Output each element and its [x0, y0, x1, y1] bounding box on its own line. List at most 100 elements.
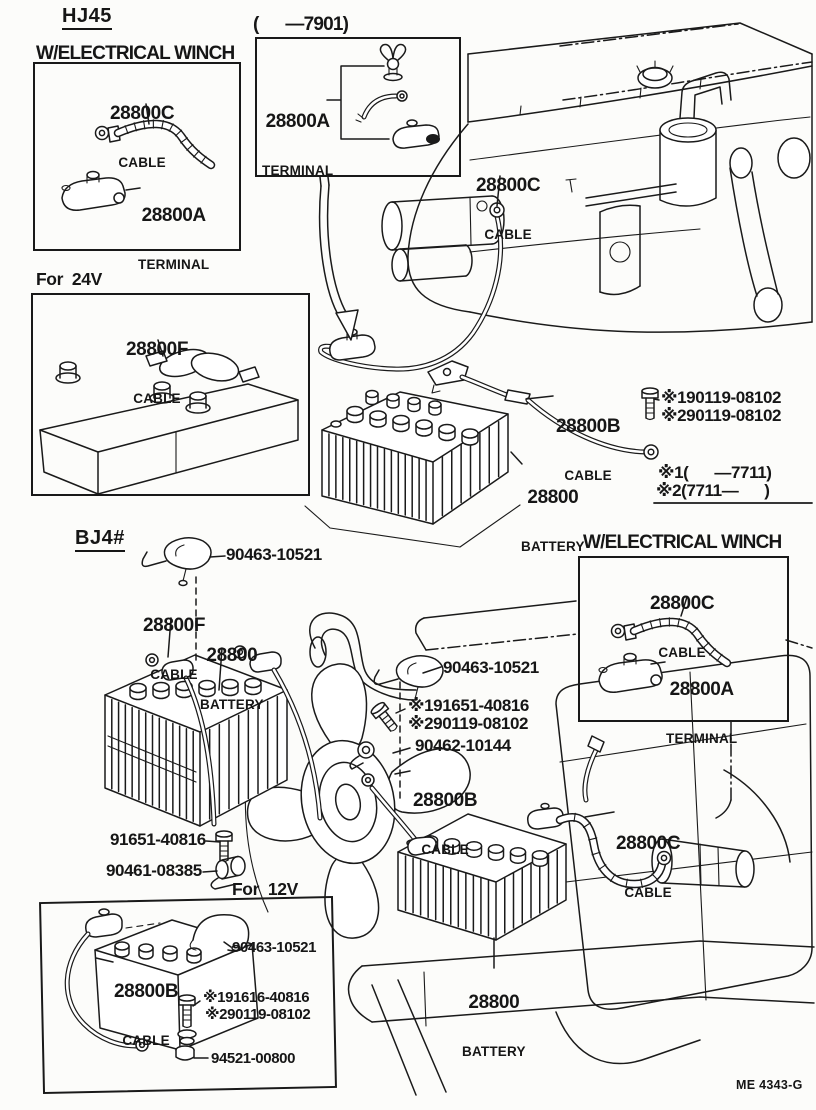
bolt-90119-illustration	[641, 387, 659, 421]
jumper-cable-28800f-illustration	[145, 348, 260, 383]
label-battery-left-bj4: 28800 BATTERY	[200, 613, 264, 728]
inset-box-24v	[31, 293, 310, 496]
label-v12-bolt-note-1: ※191616-40816	[203, 989, 310, 1006]
inset-box-early-production	[255, 37, 461, 177]
part-desc: CABLE	[150, 666, 198, 682]
label-bolt-91651-left: 91651-40816	[110, 830, 206, 849]
part-number: 28800A	[669, 678, 735, 700]
part-desc: CABLE	[484, 226, 532, 242]
section-heading-bj4: BJ4#	[75, 528, 125, 553]
part-desc: BATTERY	[521, 538, 585, 554]
v24-batteries-illustration	[39, 361, 299, 495]
part-desc: CABLE	[624, 884, 672, 900]
part-number: 28800	[206, 644, 258, 666]
label-range-note-2: ※2(7711— )	[656, 481, 770, 500]
part-desc: BATTERY	[200, 696, 264, 712]
battery-tray-illustration	[347, 940, 815, 1027]
part-number: 28800C	[650, 592, 715, 614]
winch-box-title-bj4: W/ELECTRICAL WINCH	[583, 532, 782, 553]
part-number: 28800A	[265, 110, 331, 132]
label-clip-90462: 90462-10144	[415, 736, 511, 755]
clip-90462-illustration	[349, 741, 375, 770]
inset-box-hj45-winch	[33, 62, 241, 251]
cable-28800b-hj45	[427, 360, 659, 460]
part-number: 28800C	[616, 832, 681, 854]
label-winch-cable-bj4: 28800C CABLE	[650, 561, 715, 676]
part-desc: CABLE	[133, 390, 181, 406]
battery-bj4-right-illustration	[397, 813, 567, 941]
battery-bj4-left-illustration	[104, 654, 288, 827]
label-hj45-winch-cable: 28800C CABLE	[110, 71, 175, 186]
label-v12-cable-28800b: 28800B CABLE	[114, 949, 179, 1064]
part-number: 28800F	[143, 614, 206, 636]
label-range-note-1: ※1( —7711)	[658, 463, 772, 482]
label-winch-terminal-bj4: 28800A TERMINAL	[666, 647, 737, 762]
winch-terminal-hj45-illustration	[61, 170, 126, 211]
cable-28800f-bj4	[145, 645, 323, 827]
winch-box-title-hj45: W/ELECTRICAL WINCH	[36, 43, 235, 64]
part-desc: CABLE	[564, 467, 612, 483]
part-desc: TERMINAL	[666, 730, 738, 746]
label-clamp-90461: 90461-08385	[106, 861, 202, 880]
label-engine-cable-28800c: 28800C CABLE	[476, 143, 541, 258]
cable-28800b-bj4	[361, 773, 437, 856]
part-desc: CABLE	[658, 644, 706, 660]
early-box-title: ( —7901)	[253, 14, 349, 35]
box-title-12v: For 12V	[232, 879, 298, 899]
part-number: 28800B	[556, 415, 621, 437]
label-hj45-winch-terminal: 28800A TERMINAL	[138, 173, 209, 288]
part-number: 28800C	[110, 102, 175, 124]
label-cable-28800c-bj4: 28800C CABLE	[616, 801, 681, 916]
label-battery-right-bj4: 28800 BATTERY	[462, 960, 526, 1075]
label-early-terminal: 28800A TERMINAL	[262, 79, 333, 194]
part-desc: CABLE	[421, 841, 469, 857]
label-cable-28800b-hj45: 28800B CABLE	[556, 384, 621, 499]
part-desc: BATTERY	[462, 1043, 526, 1059]
part-number: 28800	[527, 486, 579, 508]
label-bolt-note-2-bj4: ※290119-08102	[408, 714, 529, 733]
part-number: 28800A	[141, 204, 207, 226]
battery-hj45-illustration	[304, 389, 521, 548]
part-number: 28800B	[413, 789, 478, 811]
pointer-arrow	[318, 176, 359, 341]
winch-cable-hj45-illustration	[94, 119, 216, 170]
part-number: 28800C	[476, 174, 541, 196]
cooling-fan-illustration	[244, 663, 471, 939]
label-battery-28800-hj45: 28800 BATTERY	[521, 455, 585, 570]
label-cable-28800f-bj4: 28800F CABLE	[143, 583, 205, 698]
v12-battery-illustration	[64, 908, 259, 1052]
label-cable-28800f-24v: 28800F CABLE	[126, 307, 188, 422]
clamp-90463-top	[141, 537, 212, 587]
ground-cable-hj45	[318, 202, 505, 372]
engine-front-illustration	[381, 22, 813, 333]
inset-box-bj4-winch	[578, 556, 789, 722]
early-terminal-parts-illustration	[355, 43, 440, 149]
label-cable-28800b-bj4: 28800B CABLE	[413, 758, 478, 873]
cable-28800c-bj4	[526, 735, 672, 889]
label-v12-bolt-note-2: ※290119-08102	[205, 1006, 311, 1023]
part-number: 28800F	[126, 338, 189, 360]
winch-terminal-bj4-illustration	[598, 652, 663, 693]
label-v12-nut-94521: 94521-00800	[211, 1050, 296, 1067]
bolt-91651-mid	[370, 701, 398, 732]
part-desc: TERMINAL	[262, 162, 334, 178]
label-clamp-90463-top: 90463-10521	[226, 545, 322, 564]
label-v12-clamp-90463: 90463-10521	[232, 939, 317, 956]
drawing-code: ME 4343-G	[736, 1078, 803, 1092]
part-desc: CABLE	[122, 1032, 170, 1048]
leader-lines	[95, 65, 813, 1059]
v12-bolt-washer-nut	[175, 994, 197, 1061]
bolt-91651-left	[215, 830, 233, 863]
label-clamp-90463-mid: 90463-10521	[443, 658, 539, 677]
part-number: 28800B	[114, 980, 179, 1002]
section-heading-hj45: HJ45	[62, 6, 112, 31]
part-number: 28800	[468, 991, 520, 1013]
label-bolt-note-2-hj45: ※290119-08102	[661, 406, 782, 425]
part-desc: TERMINAL	[138, 256, 210, 272]
box-title-24v: For 24V	[36, 269, 102, 289]
clamp-90463-mid	[373, 655, 444, 700]
winch-cable-bj4-illustration	[610, 617, 732, 668]
clamp-90461-illustration	[210, 855, 246, 890]
